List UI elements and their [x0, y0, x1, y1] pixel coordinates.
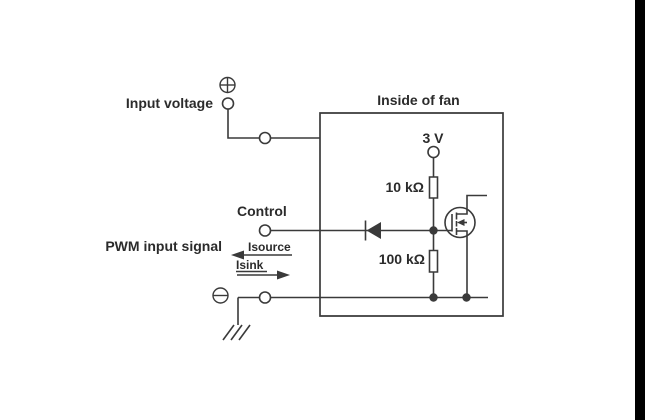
gate-junction-dot — [429, 226, 438, 235]
mosfet-source-wire — [457, 231, 468, 298]
control-label: Control — [237, 203, 287, 219]
ground-terminal — [260, 292, 271, 303]
plus-terminal-icon — [220, 78, 235, 93]
isource-arrow-icon — [231, 250, 292, 260]
source-ground-junction-dot — [462, 293, 471, 302]
control-terminal — [260, 225, 271, 236]
fan-boundary-box — [320, 113, 503, 316]
inside-of-fan-label: Inside of fan — [377, 92, 460, 108]
isource-label: Isource — [248, 240, 291, 254]
isink-label: Isink — [236, 258, 264, 272]
divider-ground-junction-dot — [429, 293, 438, 302]
earth-ground-icon — [223, 325, 250, 340]
minus-terminal-icon — [213, 288, 228, 303]
input-voltage-label: Input voltage — [125, 95, 213, 111]
pullup-resistor-label: 10 kΩ — [385, 179, 424, 195]
pullup-resistor-body — [430, 177, 438, 198]
pwm-input-signal-label: PWM input signal — [105, 238, 222, 254]
mosfet-icon — [445, 196, 487, 298]
pulldown-resistor-body — [430, 251, 438, 273]
mosfet-body-arrow — [457, 219, 465, 226]
supply-3v-terminal — [428, 147, 439, 158]
diode-icon — [366, 221, 381, 241]
supply-3v-label: 3 V — [422, 130, 444, 146]
mosfet-drain-wire — [457, 196, 488, 215]
input-voltage-wire — [228, 109, 320, 139]
right-edge-black-strip — [635, 0, 645, 420]
input-voltage-terminal — [223, 98, 234, 109]
pulldown-resistor-label: 100 kΩ — [378, 251, 425, 267]
input-wire-terminal — [260, 133, 271, 144]
isink-arrow-icon — [236, 270, 290, 280]
